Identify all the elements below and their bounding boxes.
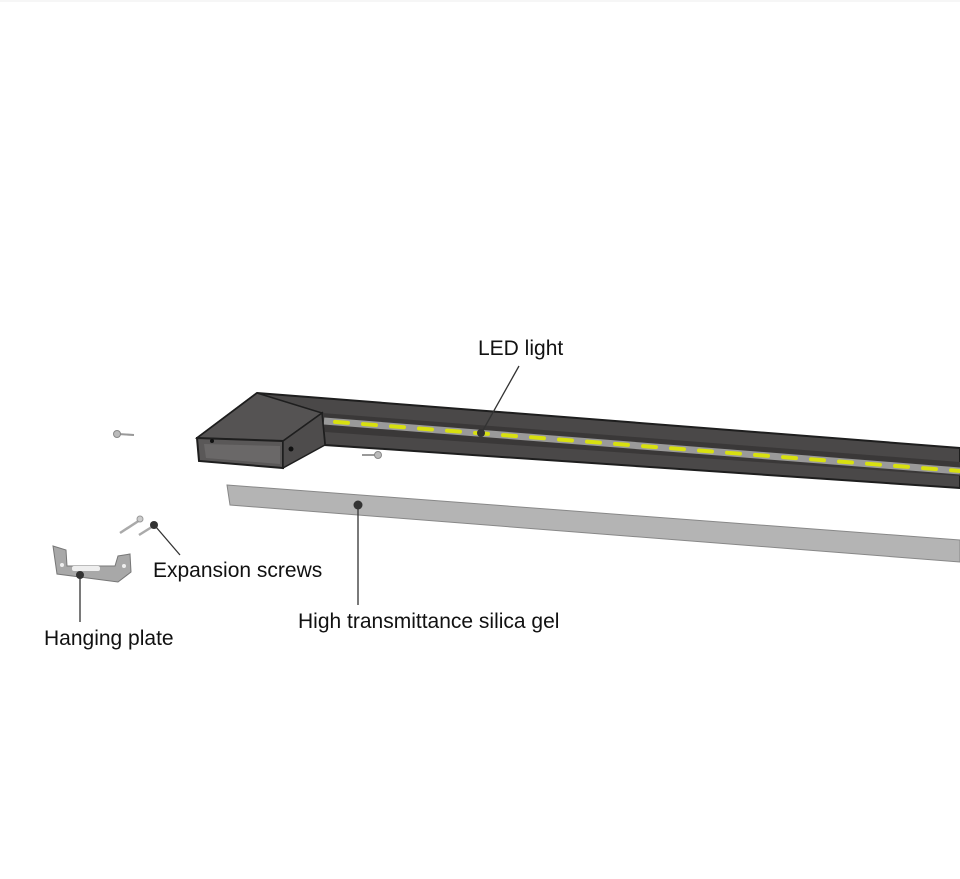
led-chip bbox=[753, 452, 770, 458]
led-chip bbox=[361, 422, 378, 428]
hanging-plate-icon bbox=[52, 545, 132, 583]
led-chip bbox=[893, 463, 910, 469]
expansion-screws-icon bbox=[119, 515, 158, 537]
screw-icon bbox=[113, 430, 135, 438]
led-chip bbox=[529, 435, 546, 441]
leader-lines bbox=[76, 365, 520, 622]
led-chip bbox=[697, 448, 714, 454]
led-chip bbox=[333, 419, 350, 425]
label-led-light: LED light bbox=[478, 337, 564, 360]
label-hanging-plate: Hanging plate bbox=[44, 627, 174, 650]
led-chip bbox=[585, 439, 602, 445]
led-chip bbox=[949, 468, 960, 473]
led-chips bbox=[333, 419, 960, 473]
label-expansion-screws: Expansion screws bbox=[153, 559, 323, 582]
led-chip bbox=[417, 426, 434, 432]
led-housing bbox=[194, 391, 960, 490]
led-chip bbox=[837, 459, 854, 465]
screw-icon bbox=[362, 451, 382, 459]
led-chip bbox=[557, 437, 574, 443]
led-chip bbox=[669, 446, 686, 452]
led-chip bbox=[781, 455, 798, 461]
led-chip bbox=[501, 433, 518, 439]
led-chip bbox=[641, 444, 658, 450]
led-chip bbox=[865, 461, 882, 467]
label-silica-gel: High transmittance silica gel bbox=[298, 610, 560, 633]
led-chip bbox=[725, 450, 742, 456]
silica-gel-cover bbox=[226, 484, 960, 563]
led-chip bbox=[809, 457, 826, 463]
led-chip bbox=[445, 428, 462, 434]
led-chip bbox=[389, 424, 406, 430]
led-chip bbox=[921, 466, 938, 472]
led-chip bbox=[613, 441, 630, 447]
